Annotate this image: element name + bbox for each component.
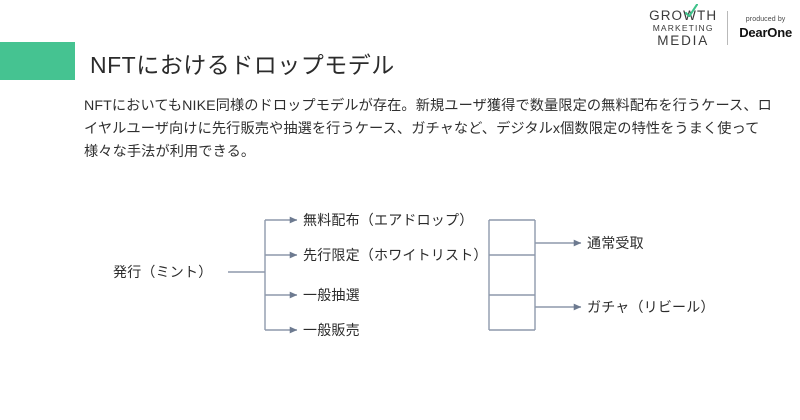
dearone-name: DearOne [739, 25, 792, 41]
brand-growth-text: GROWTH [649, 7, 718, 23]
header-logo-block: GROWTH MARKETING MEDIA produced by DearO… [649, 3, 792, 50]
brand-line-marketing: MARKETING [652, 23, 714, 34]
logo-divider [727, 11, 729, 45]
title-accent-bar [0, 42, 75, 80]
produced-by-label: produced by [745, 15, 786, 23]
diagram-node-output-2: ガチャ（リビール） [587, 299, 715, 315]
diagram-node-output-1: 通常受取 [587, 235, 644, 251]
diagram-node-branch-3: 一般抽選 [303, 287, 360, 303]
diagram-node-branch-2: 先行限定（ホワイトリスト） [303, 247, 488, 263]
diagram-node-branch-4: 一般販売 [303, 322, 360, 338]
diagram-node-root: 発行（ミント） [113, 264, 213, 280]
diagram-node-branch-1: 無料配布（エアドロップ） [303, 212, 474, 228]
growth-marketing-media-logo: GROWTH MARKETING MEDIA [649, 3, 727, 48]
dearone-logo: produced by DearOne [728, 16, 792, 41]
brand-line-growth: GROWTH [649, 3, 718, 23]
page-title: NFTにおけるドロップモデル [90, 52, 395, 78]
body-paragraph: NFTにおいてもNIKE同様のドロップモデルが存在。新規ユーザ獲得で数量限定の無… [84, 98, 772, 160]
brand-line-media: MEDIA [657, 32, 710, 48]
